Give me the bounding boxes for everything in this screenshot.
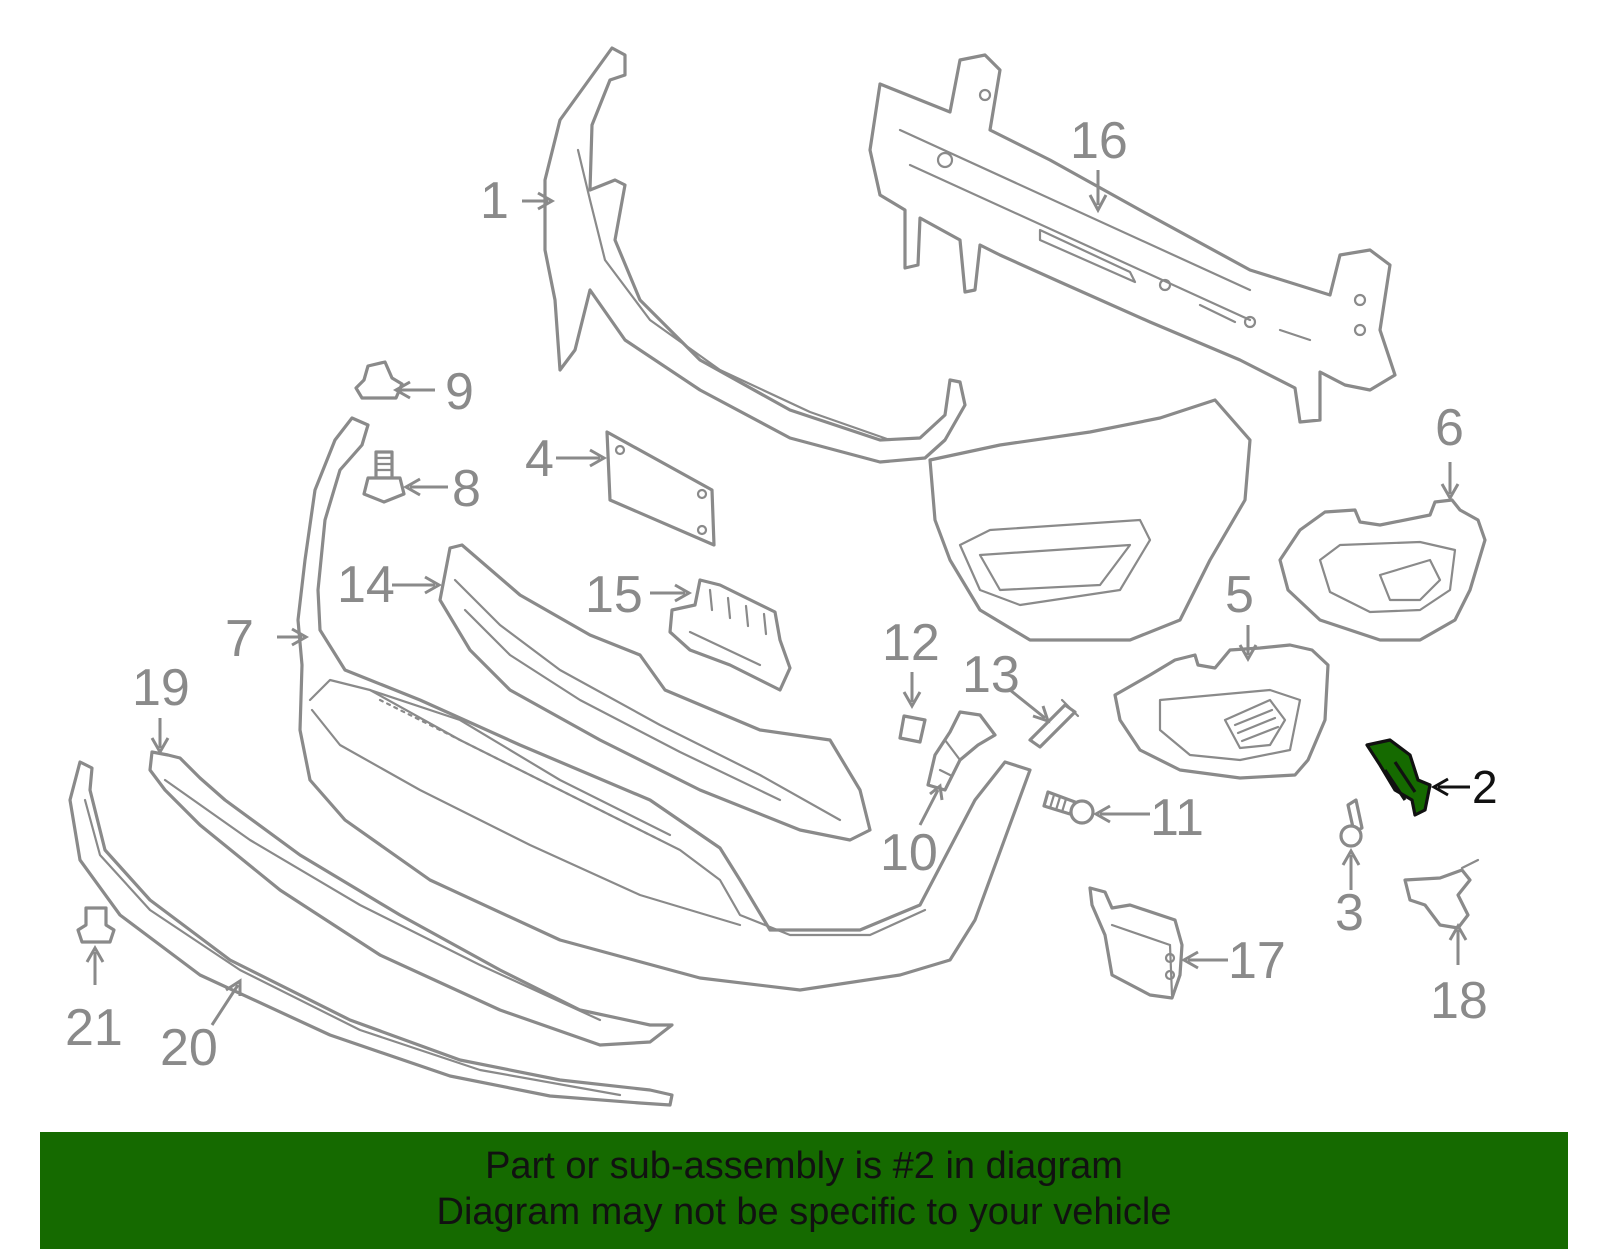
leader-6 (1440, 462, 1460, 502)
leader-10 (918, 783, 944, 826)
part-4-license-bracket (605, 430, 716, 547)
callout-17: 17 (1228, 932, 1286, 990)
part-18-sensor-bracket (1403, 858, 1480, 930)
callout-20: 20 (160, 1019, 218, 1077)
callout-5: 5 (1225, 566, 1254, 624)
part-5-fog-bezel (1113, 643, 1330, 780)
callout-4: 4 (525, 430, 554, 488)
leader-17 (1180, 950, 1228, 970)
leader-9 (392, 380, 435, 400)
part-14-grille (438, 543, 872, 842)
part-20-lower-lip (68, 760, 674, 1107)
part-16-reinforcement-beam (868, 53, 1397, 424)
leader-14 (392, 575, 443, 595)
leader-4 (556, 448, 608, 468)
callout-9: 9 (445, 363, 474, 421)
leader-7 (277, 627, 310, 647)
leader-2 (1430, 777, 1470, 797)
notice-banner: Part or sub-assembly is #2 in diagram Di… (40, 1132, 1568, 1249)
part-3-screw (1339, 798, 1364, 848)
callout-12: 12 (882, 614, 940, 672)
part-8-bolt (362, 450, 406, 504)
leader-8 (402, 477, 448, 497)
part-7-bumper-fascia (296, 416, 1032, 992)
leader-3 (1341, 847, 1361, 890)
callout-3: 3 (1335, 884, 1364, 942)
callout-11: 11 (1150, 789, 1204, 847)
part-10-bracket (926, 710, 997, 792)
part-19-lower-strip (148, 750, 674, 1047)
part-11-bolt (1042, 790, 1095, 825)
part-2-highlighted-bracket (1365, 738, 1432, 817)
callout-6: 6 (1435, 399, 1464, 457)
leader-1 (522, 191, 556, 211)
leader-20 (210, 978, 242, 1026)
bumper-cover-upper (928, 398, 1252, 642)
leader-21 (85, 944, 105, 985)
part-13-push-pin (1028, 698, 1080, 749)
part-12-clip (898, 714, 927, 744)
banner-line-2: Diagram may not be specific to your vehi… (436, 1191, 1172, 1233)
leader-13 (1009, 688, 1051, 724)
callout-8: 8 (452, 460, 481, 518)
callout-13: 13 (962, 646, 1020, 704)
part-9-clip (354, 360, 404, 400)
callout-19: 19 (132, 659, 190, 717)
part-15-bracket (668, 578, 792, 692)
callout-14: 14 (337, 556, 395, 614)
leader-19 (150, 718, 170, 756)
part-1-upper-bracket (543, 46, 967, 464)
leader-5 (1238, 625, 1258, 663)
leader-11 (1092, 804, 1150, 824)
leader-18 (1448, 922, 1468, 965)
part-17-sensor-module (1088, 886, 1184, 1000)
callout-18: 18 (1430, 972, 1488, 1030)
banner-line-1: Part or sub-assembly is #2 in diagram (485, 1145, 1123, 1187)
callout-15: 15 (585, 566, 643, 624)
leader-16 (1088, 170, 1108, 214)
callout-10: 10 (880, 824, 938, 882)
callout-1: 1 (480, 172, 509, 230)
part-21-push-clip (76, 906, 116, 944)
callout-16: 16 (1070, 112, 1128, 170)
callout-7: 7 (225, 610, 254, 668)
callout-2: 2 (1472, 761, 1498, 813)
part-6-fog-bezel (1278, 498, 1487, 642)
leader-15 (650, 583, 693, 603)
callout-21: 21 (65, 999, 123, 1057)
leader-12 (902, 672, 922, 710)
exploded-parts-diagram: 16 1 4 9 (65, 46, 1498, 1107)
